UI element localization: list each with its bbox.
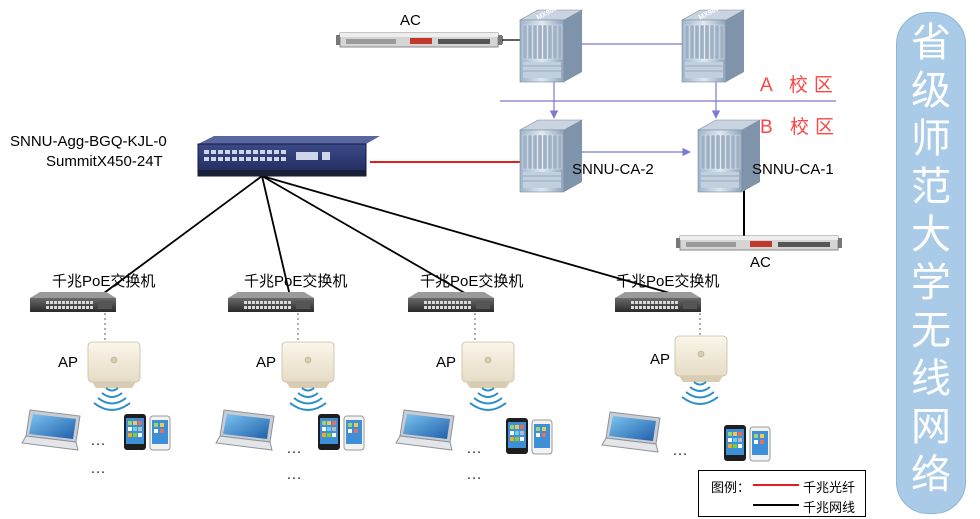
core-router-left (519, 119, 583, 193)
ac-right-label: AC (750, 254, 771, 271)
campus-b-label: B 校区 (760, 117, 840, 138)
side-title-panel: 省级师范大学无线网络 (896, 12, 966, 514)
legend-fiber-swatch (753, 484, 799, 486)
ap-label-4: AP (650, 351, 671, 368)
ap-device-2 (281, 341, 335, 389)
ap-device-3 (461, 341, 515, 389)
wifi-signal-icon-4 (681, 381, 719, 405)
router-top-right (681, 9, 745, 83)
poe-switch-4 (615, 292, 701, 312)
side-title-char: 大 (911, 212, 951, 258)
side-title-char: 线 (911, 356, 951, 402)
poe-switch-label-2: 千兆PoE交换机 (244, 273, 348, 290)
side-title-char: 级 (911, 68, 951, 114)
side-title-char: 无 (911, 308, 951, 354)
ellipsis-3b: … (466, 466, 484, 483)
router-top-left (519, 9, 583, 83)
poe-switch-3 (408, 292, 494, 312)
aggregation-switch (197, 136, 380, 177)
copper-links (99, 175, 681, 297)
ellipsis-2a: … (286, 440, 304, 457)
poe-switch-label-1: 千兆PoE交换机 (52, 273, 156, 290)
wifi-signal-icon-2 (289, 387, 327, 411)
ac-top-label: AC (400, 12, 421, 29)
agg-switch-name: SNNU-Agg-BGQ-KJL-0 (10, 133, 167, 150)
legend-copper-label: 千兆网线 (803, 500, 856, 515)
legend-title: 图例： (711, 480, 751, 495)
poe-switch-2 (228, 292, 314, 312)
agg-switch-model: SummitX450-24T (46, 153, 163, 170)
ellipsis-1a: … (90, 432, 108, 449)
ellipsis-2b: … (286, 466, 304, 483)
ap-label-2: AP (256, 354, 277, 371)
poe-switch-1 (30, 292, 116, 312)
phone-icon-3 (505, 417, 553, 455)
legend-fiber-label: 千兆光纤 (803, 480, 856, 495)
laptop-icon-3 (395, 409, 455, 451)
side-title-char: 络 (911, 452, 951, 498)
side-title-char: 范 (911, 164, 951, 210)
ac-top-device (335, 32, 503, 48)
side-title-char: 网 (911, 404, 951, 450)
ap-device-4 (674, 335, 728, 383)
wifi-signal-icon-1 (93, 387, 131, 411)
phone-icon-4 (723, 424, 771, 462)
ac-right-device (675, 235, 843, 251)
core-right-label: SNNU-CA-1 (752, 161, 834, 178)
ap-label-1: AP (58, 354, 79, 371)
phone-icon-2 (317, 413, 365, 451)
laptop-icon-1 (21, 409, 81, 451)
laptop-icon-4 (601, 411, 661, 453)
poe-switch-label-4: 千兆PoE交换机 (616, 273, 720, 290)
phone-icon-1 (123, 413, 171, 451)
ellipsis-3a: … (466, 440, 484, 457)
ap-label-3: AP (436, 354, 457, 371)
poe-to-ap-links (104, 313, 701, 340)
legend-copper-swatch (753, 504, 799, 506)
core-left-label: SNNU-CA-2 (572, 161, 654, 178)
wifi-signal-icon-3 (469, 387, 507, 411)
campus-a-label: A 校区 (760, 75, 839, 96)
ellipsis-4a: … (672, 442, 690, 459)
ellipsis-1b: … (90, 460, 108, 477)
side-title-char: 省 (911, 20, 951, 66)
core-router-right (697, 119, 761, 193)
side-title-char: 师 (911, 116, 951, 162)
poe-switch-label-3: 千兆PoE交换机 (420, 273, 524, 290)
side-title-char: 学 (911, 260, 951, 306)
ap-device-1 (87, 341, 141, 389)
side-title: 省级师范大学无线网络 (897, 19, 965, 499)
legend-box: 图例： 千兆光纤 千兆网线 (698, 470, 866, 517)
laptop-icon-2 (215, 409, 275, 451)
